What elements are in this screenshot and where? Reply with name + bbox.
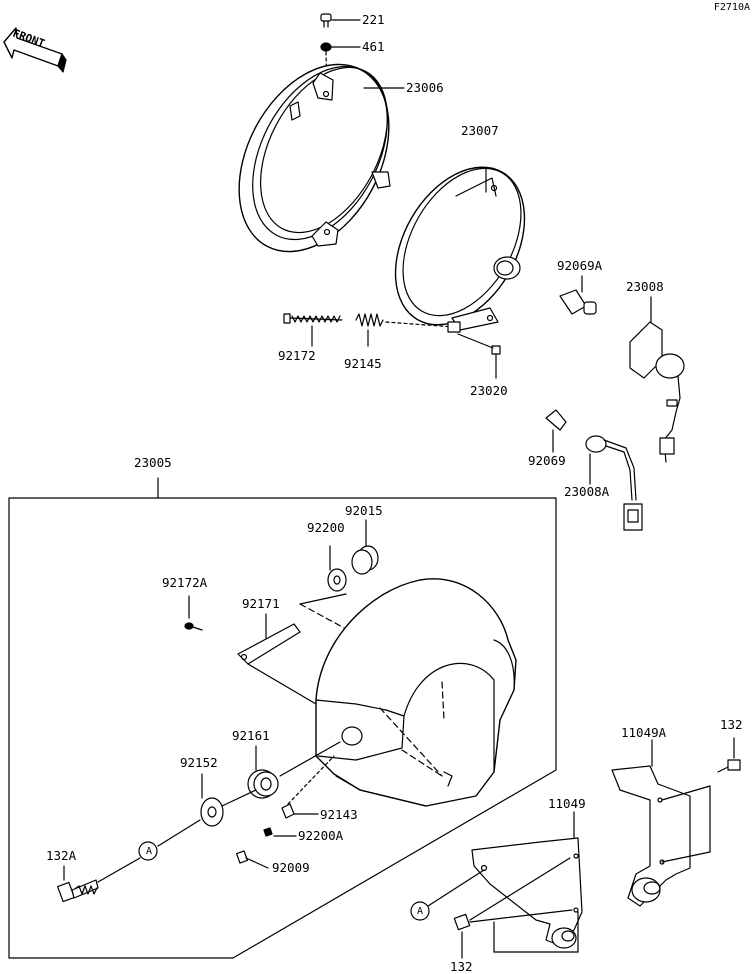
socket-23008A-part (585, 435, 643, 531)
callout-a-left-label: A (146, 846, 153, 857)
label-23008: 23008 (626, 279, 664, 294)
label-132-top: 132 (720, 717, 743, 732)
label-92172A: 92172A (162, 575, 208, 590)
rim-23006-part (238, 63, 405, 253)
label-11049A: 11049A (621, 725, 667, 740)
label-92200: 92200 (307, 520, 345, 535)
grommet-92015-part (351, 519, 379, 575)
collar-92143-part (281, 755, 335, 819)
callout-a-right-icon (410, 901, 430, 921)
reflector-23007-part (394, 166, 526, 331)
label-132-bottom: 132 (450, 959, 473, 974)
screw-92172-part (283, 313, 343, 347)
label-221: 221 (362, 12, 385, 27)
nut-461-part (320, 42, 361, 52)
washer-92200A-part (263, 827, 297, 837)
label-132A: 132A (46, 848, 77, 863)
label-92069: 92069 (528, 453, 566, 468)
bolt-132-bottom-part (453, 857, 579, 959)
bracket-11049A-part (611, 739, 711, 907)
bulb-92069A-part (559, 275, 597, 315)
label-92069A: 92069A (557, 258, 603, 273)
label-11049: 11049 (548, 796, 586, 811)
callout-a-right-label: A (417, 906, 424, 917)
nut-23020-part (447, 321, 501, 379)
housing-assembly-23005-frame (8, 477, 557, 959)
washer-92200-part (327, 545, 347, 592)
label-92171: 92171 (242, 596, 280, 611)
label-92143: 92143 (320, 807, 358, 822)
headlight-housing-part (315, 578, 517, 807)
screw-221-part (320, 13, 361, 28)
label-23007: 23007 (461, 123, 499, 138)
label-92009: 92009 (272, 860, 310, 875)
socket-23008-part (629, 296, 685, 463)
callout-a-left-icon (138, 841, 158, 861)
bracket-92171-part (237, 613, 317, 705)
label-23020: 23020 (470, 383, 508, 398)
bracket-11049-part (427, 811, 583, 949)
label-461: 461 (362, 39, 385, 54)
spring-92145-part (355, 313, 455, 347)
front-arrow-icon (3, 27, 67, 73)
bolt-132A-part (57, 819, 201, 903)
label-23005: 23005 (134, 455, 172, 470)
label-92152: 92152 (180, 755, 218, 770)
collar-92152-part (200, 773, 257, 827)
bushing-92161-part (247, 741, 341, 799)
bulb-92069-part (545, 409, 567, 453)
figure-reference: F2710A (713, 2, 750, 13)
label-92172: 92172 (278, 348, 316, 363)
label-92145: 92145 (344, 356, 382, 371)
screw-92172A-part (184, 595, 203, 631)
label-92161: 92161 (232, 728, 270, 743)
bolt-132-top-part (717, 737, 741, 773)
label-92015: 92015 (345, 503, 383, 518)
label-23008A: 23008A (564, 484, 610, 499)
label-92200A: 92200A (298, 828, 344, 843)
label-23006: 23006 (406, 80, 444, 95)
screw-92009-part (235, 850, 269, 869)
